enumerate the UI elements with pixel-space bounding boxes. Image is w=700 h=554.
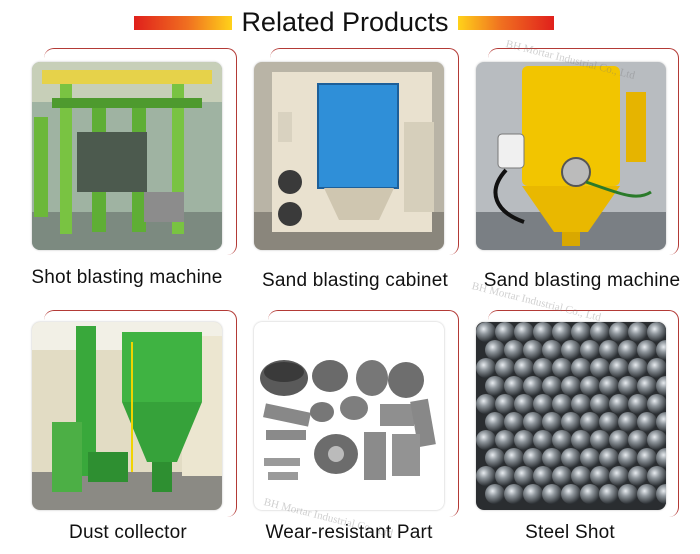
product-image-steel-shot[interactable] xyxy=(476,322,666,510)
product-image-sand-blasting-cabinet[interactable] xyxy=(254,62,444,250)
product-name[interactable]: Sand blasting cabinet xyxy=(262,270,448,291)
card-frame xyxy=(268,310,459,517)
product-name[interactable]: Sand blasting machine xyxy=(483,270,681,291)
section-header: Related Products xyxy=(0,4,700,40)
product-name[interactable]: Shot blasting machine xyxy=(31,267,223,288)
product-image-shot-blasting-machine[interactable] xyxy=(32,62,222,250)
product-name[interactable]: Wear-resistant Part xyxy=(265,522,433,543)
product-image-wear-resistant-part[interactable] xyxy=(254,322,444,510)
header-bar-right xyxy=(458,16,554,30)
card-frame xyxy=(44,310,237,517)
card-frame xyxy=(270,48,459,255)
header-bar-left xyxy=(134,16,232,30)
product-image-sand-blasting-machine[interactable] xyxy=(476,62,666,250)
product-image-dust-collector[interactable] xyxy=(32,322,222,510)
product-name[interactable]: Dust collector xyxy=(69,522,187,543)
card-frame xyxy=(488,310,679,517)
product-name[interactable]: Steel Shot xyxy=(525,522,615,543)
section-title: Related Products xyxy=(241,7,449,37)
card-frame xyxy=(488,48,679,255)
card-frame xyxy=(44,48,237,255)
